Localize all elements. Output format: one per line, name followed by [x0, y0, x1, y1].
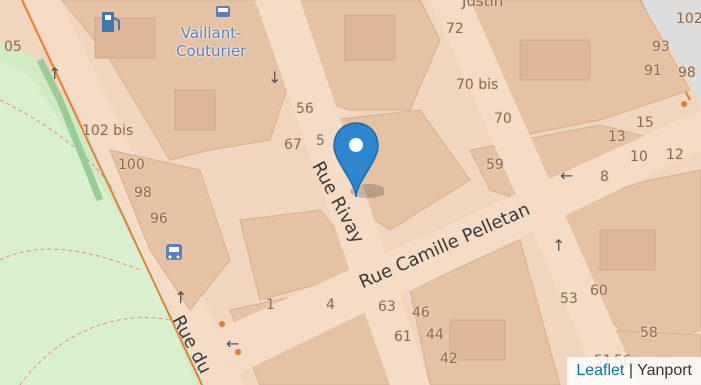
attribution-provider: Yanport: [637, 362, 692, 379]
bus-stop-icon[interactable]: [214, 4, 232, 20]
house-number: 05: [4, 39, 22, 55]
house-number: 13: [608, 129, 626, 145]
arrow-down-icon: ↓: [268, 68, 282, 87]
fuel-station-icon[interactable]: [100, 8, 122, 34]
house-number: 96: [150, 211, 168, 227]
station-label-line1: Vaillant-: [180, 24, 242, 42]
house-number: 61: [394, 329, 412, 345]
house-number: 56: [296, 101, 314, 117]
leaflet-link[interactable]: Leaflet: [576, 362, 625, 379]
house-number: 91: [644, 63, 662, 79]
house-number: 63: [378, 299, 396, 315]
house-number: 98: [134, 185, 152, 201]
house-number: 5: [316, 133, 325, 149]
top-partial-label: Justin: [462, 0, 504, 10]
house-number: 46: [412, 305, 430, 321]
map-marker-icon[interactable]: [332, 121, 386, 203]
house-number: 98: [678, 65, 696, 81]
house-number: 1: [266, 297, 275, 313]
house-number: 58: [640, 325, 658, 341]
arrow-left-icon: ←: [226, 334, 240, 353]
arrow-up-icon: ↑: [48, 64, 62, 83]
attribution-control: Leaflet | Yanport: [567, 357, 701, 385]
house-number: 42: [440, 351, 458, 367]
attribution-separator: |: [624, 362, 638, 379]
house-number: 102: [676, 11, 701, 27]
house-number: 4: [326, 297, 335, 313]
arrow-up-icon: ↑: [174, 288, 188, 307]
station-label: Vaillant- Couturier: [176, 24, 246, 60]
house-number: 15: [636, 115, 654, 131]
bus-stop-icon[interactable]: [164, 242, 184, 264]
house-number: 59: [486, 157, 504, 173]
house-number: 44: [426, 327, 444, 343]
house-number: 70: [494, 111, 512, 127]
house-number: 60: [590, 283, 608, 299]
house-number: 70 bis: [456, 77, 499, 93]
house-number: 93: [652, 39, 670, 55]
house-number: 67: [284, 137, 302, 153]
house-number: 8: [600, 169, 609, 185]
arrow-left-icon: ←: [560, 166, 574, 185]
house-number: 72: [446, 21, 464, 37]
house-number: 102 bis: [82, 123, 134, 139]
station-label-line2: Couturier: [176, 42, 247, 60]
house-number: 53: [560, 291, 578, 307]
house-number: 10: [630, 149, 648, 165]
arrow-up-icon: ↑: [552, 236, 566, 255]
house-number: 12: [666, 147, 684, 163]
house-number: 100: [118, 157, 145, 173]
